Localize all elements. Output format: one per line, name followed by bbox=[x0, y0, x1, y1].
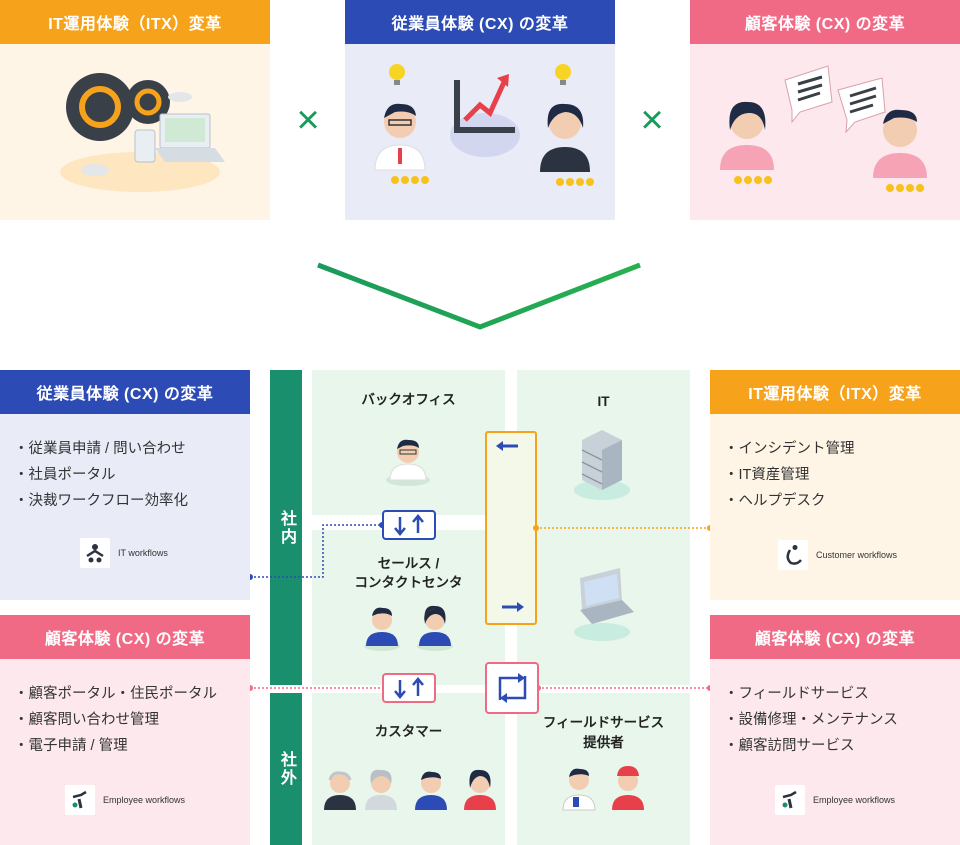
label-field-2: 提供者 bbox=[583, 735, 624, 750]
arrow-left-icon bbox=[496, 441, 518, 451]
left-ex-list: 従業員申請 / 問い合わせ 社員ポータル 決裁ワークフロー効率化 bbox=[14, 436, 189, 514]
right-cx-title: 顧客体験 (CX) の変革 bbox=[710, 615, 960, 659]
logo-label: Employee workflows bbox=[103, 795, 186, 805]
list-item: 設備修理・メンテナンス bbox=[724, 707, 898, 733]
customer-woman-icon bbox=[464, 769, 496, 810]
workflow-logo-icon bbox=[778, 540, 808, 570]
it-flow-box bbox=[485, 431, 537, 625]
list-item: 決裁ワークフロー効率化 bbox=[14, 488, 189, 514]
cycle-arrows-icon bbox=[485, 662, 539, 714]
customer-man-icon bbox=[415, 771, 447, 810]
logo-label: Employee workflows bbox=[813, 795, 896, 805]
elderly-man-icon bbox=[324, 771, 356, 810]
list-item: フィールドサービス bbox=[724, 681, 898, 707]
arrow-right-icon bbox=[502, 602, 524, 612]
right-itx-list: インシデント管理 IT資産管理 ヘルプデスク bbox=[724, 436, 855, 514]
zone-field bbox=[517, 693, 690, 845]
label-sales-2: コンタクトセンタ bbox=[354, 575, 463, 590]
right-itx-logo: Customer workflows bbox=[778, 540, 897, 570]
list-item: 顧客ポータル・住民ポータル bbox=[14, 681, 218, 707]
field-worker-icon bbox=[612, 766, 644, 810]
employees-growth-illustration bbox=[374, 64, 594, 186]
left-cx-list: 顧客ポータル・住民ポータル 顧客問い合わせ管理 電子申請 / 管理 bbox=[14, 681, 218, 759]
list-item: 電子申請 / 管理 bbox=[14, 733, 217, 759]
zone-customer bbox=[312, 693, 505, 845]
updown-arrows-icon bbox=[382, 510, 436, 540]
left-ex-card: 従業員体験 (CX) の変革 従業員申請 / 問い合わせ 社員ポータル 決裁ワー… bbox=[0, 370, 250, 600]
logo-label: IT workflows bbox=[118, 548, 168, 558]
chat-bubble-icon bbox=[837, 77, 886, 134]
list-item: インシデント管理 bbox=[724, 436, 855, 462]
sales-person-icon bbox=[364, 607, 400, 651]
elderly-woman-icon bbox=[365, 769, 397, 810]
chat-bubble-icon bbox=[784, 65, 833, 124]
right-cx-list: フィールドサービス 設備修理・メンテナンス 顧客訪問サービス bbox=[724, 681, 898, 759]
left-cx-logo: Employee workflows bbox=[65, 785, 185, 815]
connector-ex bbox=[250, 524, 382, 578]
headset-operator-icon bbox=[417, 605, 453, 651]
server-icon bbox=[574, 430, 630, 500]
list-item: ヘルプデスク bbox=[724, 488, 855, 514]
times-sign-2: × bbox=[640, 98, 664, 142]
star-rating-icon bbox=[391, 176, 594, 186]
female-customer-icon bbox=[720, 101, 774, 170]
workflow-logo-icon bbox=[65, 785, 95, 815]
label-backoffice: バックオフィス bbox=[361, 392, 456, 407]
list-item: 社員ポータル bbox=[14, 462, 188, 488]
top-ex-title: 従業員体験 (CX) の変革 bbox=[345, 0, 615, 44]
updown-arrows-icon bbox=[382, 673, 436, 703]
zone-sales bbox=[312, 530, 505, 685]
lightbulb-icon bbox=[389, 64, 405, 85]
left-cx-card: 顧客体験 (CX) の変革 顧客ポータル・住民ポータル 顧客問い合わせ管理 電子… bbox=[0, 615, 250, 845]
laptop-icon bbox=[574, 568, 634, 641]
list-item: 顧客問い合わせ管理 bbox=[14, 707, 217, 733]
customers-chat-illustration bbox=[720, 65, 927, 192]
inside-bar: 社内 bbox=[270, 370, 302, 685]
left-cx-title: 顧客体験 (CX) の変革 bbox=[0, 615, 250, 659]
workflow-logo-icon bbox=[775, 785, 805, 815]
label-customer: カスタマー bbox=[374, 724, 443, 739]
chart-up-icon bbox=[454, 74, 515, 133]
office-worker-icon bbox=[386, 439, 430, 486]
right-cx-logo: Employee workflows bbox=[775, 785, 895, 815]
lightbulb-icon bbox=[555, 64, 571, 85]
right-itx-card: IT運用体験（ITX）変革 インシデント管理 IT資産管理 ヘルプデスク Cus… bbox=[710, 370, 960, 600]
list-item: IT資産管理 bbox=[724, 462, 855, 488]
top-cx-title: 顧客体験 (CX) の変革 bbox=[690, 0, 960, 44]
male-customer-icon bbox=[873, 109, 927, 178]
times-sign-1: × bbox=[296, 98, 320, 142]
male-employee-icon bbox=[374, 103, 426, 171]
list-item: 顧客訪問サービス bbox=[724, 733, 898, 759]
left-ex-logo: IT workflows bbox=[80, 538, 168, 568]
left-ex-title: 従業員体験 (CX) の変革 bbox=[0, 370, 250, 414]
logo-label: Customer workflows bbox=[816, 550, 898, 560]
top-ex-card: 従業員体験 (CX) の変革 bbox=[345, 0, 615, 220]
label-field-1: フィールドサービス bbox=[542, 715, 665, 730]
chevron-down-icon bbox=[317, 262, 641, 330]
center-diagram bbox=[250, 370, 710, 845]
star-rating-icon bbox=[734, 176, 924, 192]
gears-laptop-illustration bbox=[60, 73, 225, 192]
list-item: 従業員申請 / 問い合わせ bbox=[14, 436, 188, 462]
right-cx-card: 顧客体験 (CX) の変革 フィールドサービス 設備修理・メンテナンス 顧客訪問… bbox=[710, 615, 960, 845]
technician-icon bbox=[562, 768, 596, 811]
gear-icon bbox=[66, 73, 170, 141]
workflow-logo-icon bbox=[80, 538, 110, 568]
female-employee-icon bbox=[540, 103, 590, 172]
top-itx-card: IT運用体験（ITX）変革 bbox=[0, 0, 270, 220]
top-itx-title: IT運用体験（ITX）変革 bbox=[0, 0, 270, 44]
outside-bar: 社外 bbox=[270, 693, 302, 845]
label-sales-1: セールス / bbox=[377, 556, 440, 571]
label-it: IT bbox=[597, 394, 610, 409]
right-itx-title: IT運用体験（ITX）変革 bbox=[710, 370, 960, 414]
top-cx-card: 顧客体験 (CX) の変革 bbox=[690, 0, 960, 220]
